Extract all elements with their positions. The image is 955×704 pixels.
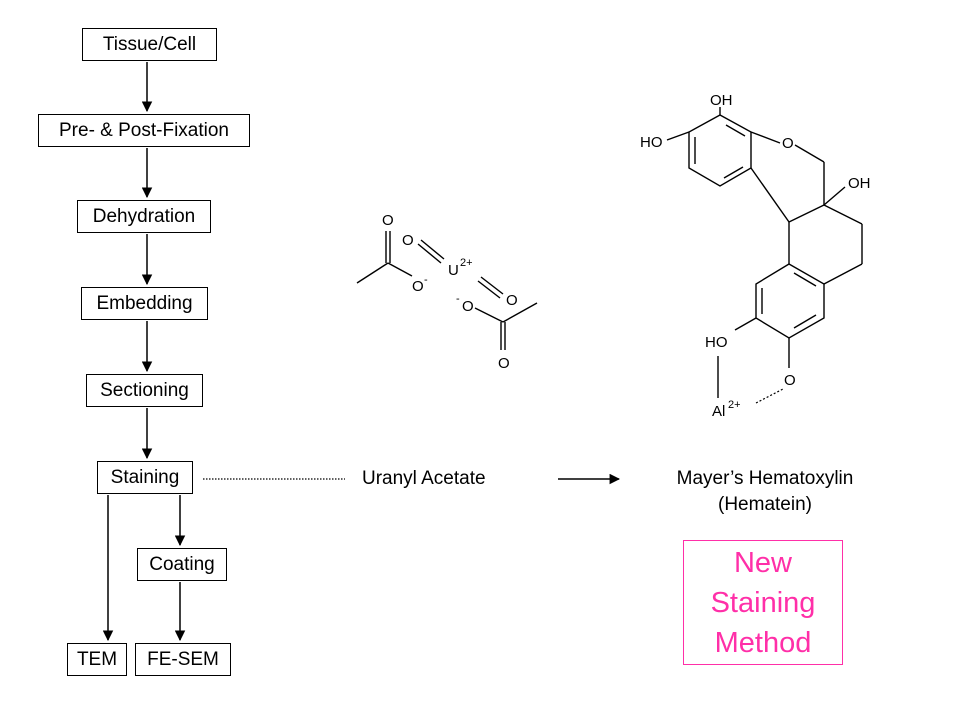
hematoxylin-label: Mayer’s Hematoxylin (Hematein) <box>640 469 890 514</box>
uranyl-o-bottom: O <box>498 355 510 372</box>
hematein-structure <box>666 107 863 398</box>
hematein-al-charge: 2+ <box>728 399 741 411</box>
staining-box: Staining <box>97 461 193 494</box>
hematein-ho-lower: HO <box>705 334 728 351</box>
hematein-oh-right: OH <box>848 175 871 192</box>
new-staining-method-text: New Staining Method <box>711 543 816 663</box>
new-method-line2: Staining <box>710 586 816 619</box>
hematein-o-lower: O <box>784 372 796 389</box>
dehydration-label: Dehydration <box>92 206 196 227</box>
hematein-ring-o: O <box>782 135 794 152</box>
new-method-line3: Method <box>714 626 812 659</box>
al-o-coordination <box>755 388 784 404</box>
coating-box: Coating <box>137 548 227 581</box>
hematoxylin-name: Mayer’s Hematoxylin <box>676 468 854 489</box>
tissue-cell-label: Tissue/Cell <box>102 34 197 55</box>
uranyl-acetate-label: Uranyl Acetate <box>362 468 486 489</box>
hematein-oh-top: OH <box>710 92 733 109</box>
embedding-label: Embedding <box>96 293 193 314</box>
coating-label: Coating <box>149 554 215 575</box>
tissue-cell-box: Tissue/Cell <box>82 28 217 61</box>
hematein-al: Al <box>712 403 725 420</box>
uranyl-o-minus-1: O <box>412 278 424 295</box>
new-method-line1: New <box>733 546 792 579</box>
uranyl-u-charge: 2+ <box>460 257 473 269</box>
fesem-label: FE-SEM <box>147 649 219 670</box>
hematein-name: (Hematein) <box>718 494 812 515</box>
uranyl-u: U <box>448 262 459 279</box>
tem-box: TEM <box>67 643 127 676</box>
fesem-box: FE-SEM <box>135 643 231 676</box>
tem-label: TEM <box>76 649 118 670</box>
embedding-box: Embedding <box>81 287 208 320</box>
uranyl-o-minus-2: O <box>462 298 474 315</box>
uranyl-acetate-structure <box>356 231 538 350</box>
sectioning-box: Sectioning <box>86 374 203 407</box>
fixation-label: Pre- & Post-Fixation <box>59 120 229 141</box>
uranyl-o-eq-left: O <box>402 232 414 249</box>
dehydration-box: Dehydration <box>77 200 211 233</box>
sectioning-label: Sectioning <box>100 380 189 401</box>
hematein-ho-left: HO <box>640 134 663 151</box>
uranyl-o-top: O <box>382 212 394 229</box>
new-staining-method-box: New Staining Method <box>683 540 843 665</box>
uranyl-minus-1: - <box>424 274 428 286</box>
uranyl-minus-2: - <box>456 293 460 305</box>
staining-label: Staining <box>110 467 180 488</box>
fixation-box: Pre- & Post-Fixation <box>38 114 250 147</box>
uranyl-o-right: O <box>506 292 518 309</box>
